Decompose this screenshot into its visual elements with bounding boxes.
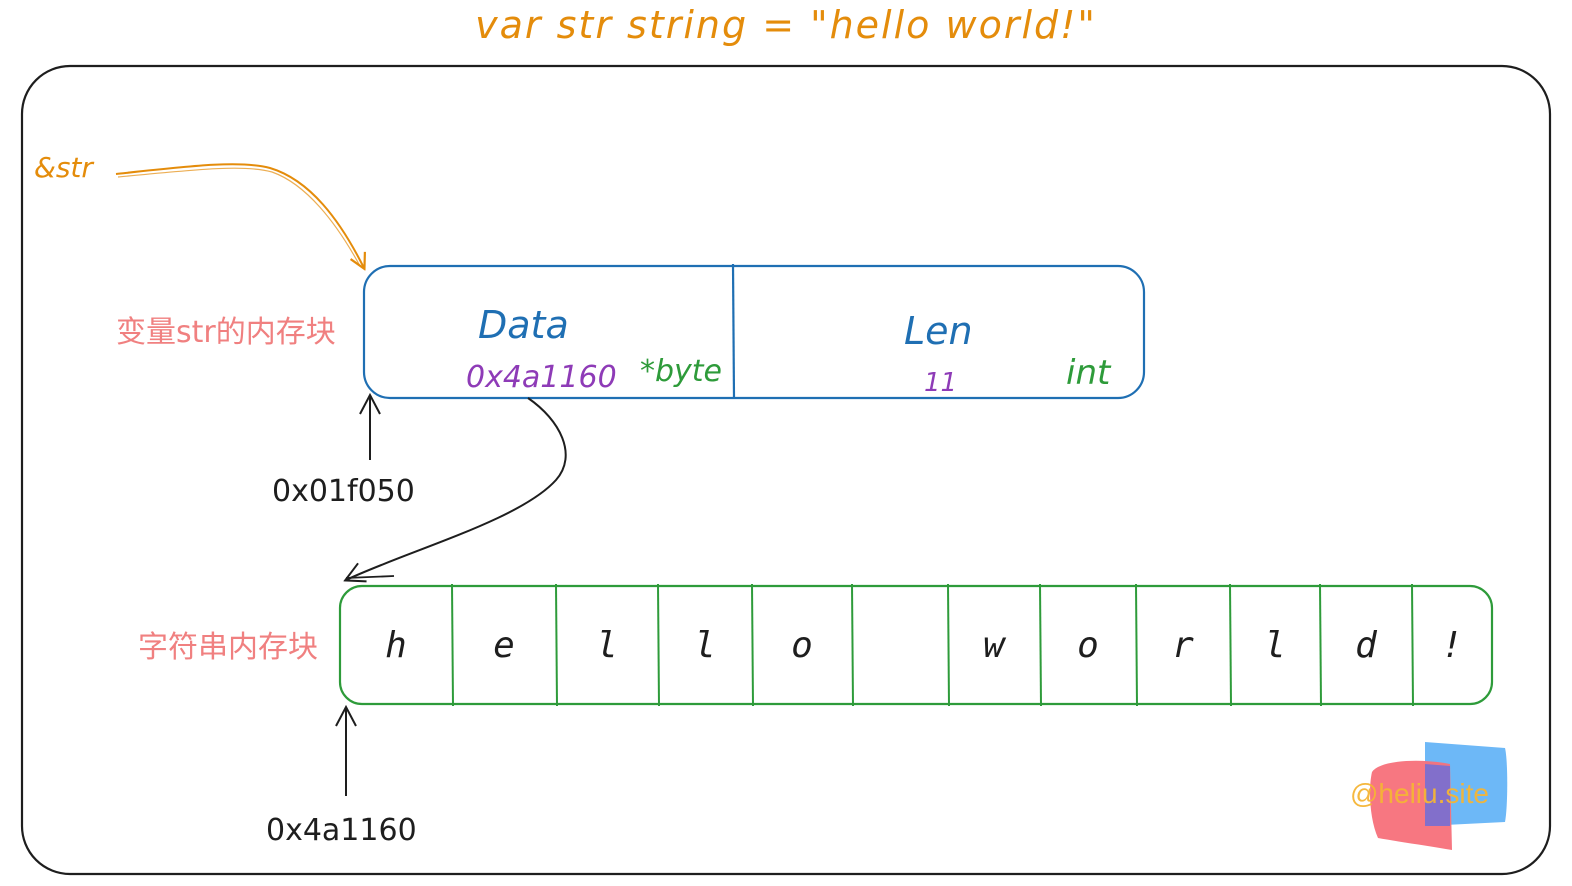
variable-address: 0x01f050 bbox=[272, 474, 415, 509]
len-field-value: 11 bbox=[924, 368, 958, 398]
cell-dividers bbox=[451, 583, 1414, 707]
byte-cell-divider bbox=[1135, 583, 1138, 707]
outer-frame bbox=[20, 64, 1552, 876]
byte-cell: e bbox=[493, 624, 515, 666]
string-bytes-box bbox=[338, 584, 1494, 706]
data-field-type: *byte bbox=[640, 354, 723, 389]
pointer-label: &str bbox=[34, 151, 93, 184]
byte-cell-divider bbox=[451, 583, 454, 707]
byte-cell-divider bbox=[947, 583, 950, 707]
site-logo-icon bbox=[1370, 742, 1508, 850]
byte-cell bbox=[852, 586, 948, 704]
byte-cell: ! bbox=[1441, 624, 1463, 666]
byte-cell: l bbox=[596, 624, 618, 666]
pointer-arrow-stroke2 bbox=[117, 167, 361, 267]
byte-cell: d bbox=[1355, 624, 1377, 666]
byte-cell: h bbox=[385, 624, 407, 666]
byte-cell: l bbox=[694, 624, 716, 666]
byte-cell-divider bbox=[1319, 583, 1322, 707]
struct-divider bbox=[731, 263, 736, 399]
byte-cell-divider bbox=[851, 583, 854, 707]
byte-cell-divider bbox=[555, 583, 558, 707]
data-pointer-arrow bbox=[346, 397, 567, 580]
byte-cell-divider bbox=[1039, 583, 1042, 707]
data-field-value: 0x4a1160 bbox=[466, 360, 617, 395]
byte-cell-divider bbox=[751, 583, 754, 707]
byte-cell-divider bbox=[1411, 583, 1414, 707]
byte-cell: o bbox=[791, 624, 813, 666]
string-address: 0x4a1160 bbox=[266, 813, 417, 848]
data-field-name: Data bbox=[478, 303, 569, 347]
byte-cell: w bbox=[983, 624, 1005, 666]
watermark: @heliu.site bbox=[1350, 778, 1489, 809]
string-block-label: 字符串内存块 bbox=[138, 630, 318, 665]
len-field-type: int bbox=[1066, 353, 1111, 393]
string-byte-cells: h e l l o w o r l d! bbox=[340, 586, 1492, 704]
byte-cell: o bbox=[1077, 624, 1099, 666]
len-field-name: Len bbox=[904, 309, 973, 353]
data-pointer-arrow-tail bbox=[345, 575, 395, 579]
byte-cell: r bbox=[1172, 624, 1194, 666]
variable-struct-box bbox=[362, 264, 1146, 400]
byte-cell-divider bbox=[657, 583, 660, 707]
variable-block-label: 变量str的内存块 bbox=[116, 315, 336, 350]
pointer-arrow bbox=[115, 163, 364, 268]
byte-cell-divider bbox=[1229, 583, 1232, 707]
byte-cell: l bbox=[1264, 624, 1286, 666]
diagram-title: var str string = "hello world!" bbox=[475, 3, 1097, 47]
